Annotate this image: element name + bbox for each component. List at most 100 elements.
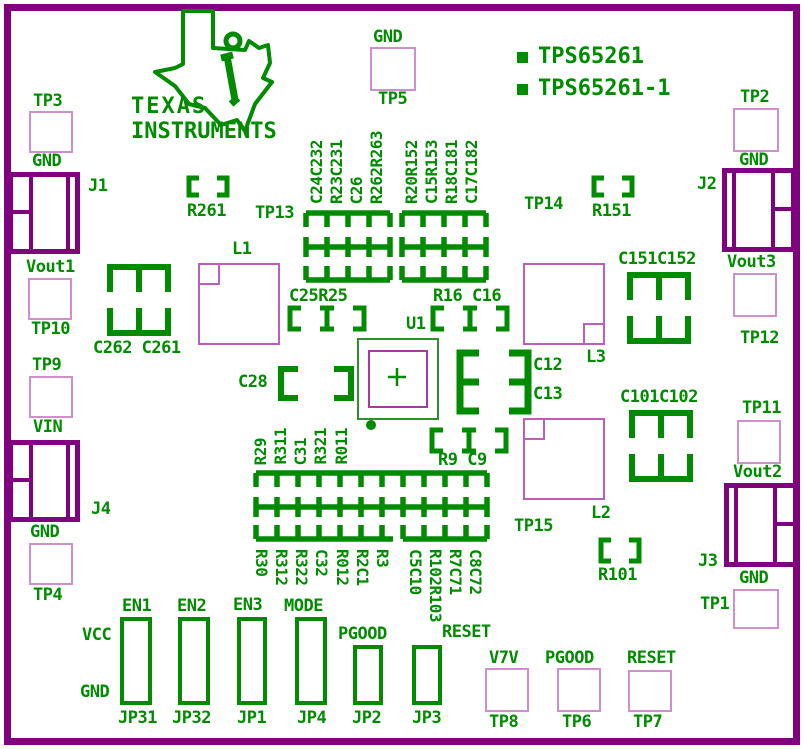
lower-array-footprint: [253, 470, 490, 542]
ref-label-r312: R312: [272, 549, 291, 586]
ref-label-r2c1: R2C1: [353, 549, 372, 586]
r9c9-label: R9 C9: [438, 450, 487, 470]
tp1-pad: [733, 589, 779, 629]
inductor-l1: [198, 263, 280, 345]
tp3-pad: [29, 111, 73, 153]
gnd-rail-label: GND: [80, 682, 110, 702]
tp7-label: TP7: [633, 712, 663, 732]
tp12-pad: [733, 273, 777, 317]
r261-label: R261: [187, 201, 226, 221]
tp9-label: TP9: [32, 355, 62, 375]
jumper-jp1: [237, 617, 267, 705]
c28-footprint: [278, 366, 354, 401]
ref-label-c32: C32: [312, 549, 331, 577]
tp10-label: TP10: [31, 319, 70, 339]
r101-footprint: [598, 537, 642, 564]
jumper-jp3: [412, 645, 442, 705]
ref-label-c26: C26: [347, 176, 366, 204]
ref-label-c24c232: C24C232: [307, 140, 326, 204]
l3-label: L3: [586, 347, 606, 367]
c151c152-label: C151C152: [618, 249, 696, 269]
jumper-jp31: [120, 617, 152, 705]
r151-footprint: [591, 175, 635, 198]
tp4-label: TP4: [33, 585, 63, 605]
ref-label-c17c182: C17C182: [462, 140, 481, 204]
part-number-1: TPS65261: [538, 44, 644, 69]
ref-label-r23c231: R23C231: [327, 140, 346, 204]
r101-label: R101: [598, 565, 637, 585]
r151-label: R151: [592, 201, 631, 221]
tp13-label: TP13: [255, 203, 294, 223]
ref-label-r011: R011: [332, 428, 351, 465]
tp10-pad: [28, 278, 72, 320]
tp6-pgood-label: PGOOD: [545, 648, 594, 668]
inductor-l3: [523, 263, 605, 345]
jumper-jp2: [353, 645, 383, 705]
tp8-label: TP8: [489, 712, 519, 732]
c151c152-footprint: [627, 272, 691, 344]
ref-label-r7c71: R7C71: [446, 549, 465, 595]
ref-label-r29: R29: [251, 437, 270, 465]
l2-label: L2: [591, 503, 611, 523]
jp3-label: JP3: [412, 708, 442, 728]
jp1-label: JP1: [237, 708, 267, 728]
ref-label-r30: R30: [252, 549, 271, 577]
tp11-label: TP11: [742, 398, 781, 418]
en1-label: EN1: [122, 596, 152, 616]
j2-label: J2: [697, 174, 717, 194]
tp9-vin-label: VIN: [33, 417, 63, 437]
c101c102-label: C101C102: [620, 387, 698, 407]
ref-label-r262r263: R262R263: [367, 130, 386, 204]
tp5-gnd-label: GND: [373, 27, 403, 47]
jp31-label: JP31: [118, 708, 157, 728]
tp1-label: TP1: [700, 594, 730, 614]
c262c261-label: C262 C261: [93, 338, 181, 358]
logo-text-texas: TEXAS: [131, 94, 208, 119]
en3-label: EN3: [233, 595, 263, 615]
tp5-pad: [370, 47, 416, 91]
ref-label-c31: C31: [291, 437, 310, 465]
tp8-pad: [485, 668, 529, 712]
tp11-pad: [737, 420, 781, 464]
tp8-v7v-label: V7V: [489, 648, 519, 668]
r9c9-footprint: [429, 427, 509, 454]
ref-label-r102r103: R102R103: [426, 549, 445, 623]
j4-label: J4: [91, 499, 111, 519]
tp12-label: TP12: [740, 328, 779, 348]
tp3-label: TP3: [33, 91, 63, 111]
c12-label: C12: [533, 355, 563, 375]
jp2-label: JP2: [352, 708, 382, 728]
vcc-rail-label: VCC: [82, 625, 112, 645]
jp32-label: JP32: [172, 708, 211, 728]
c262c261-footprint: [107, 264, 171, 336]
tp3-gnd-label: GND: [32, 151, 62, 171]
tp10-vout1-label: Vout1: [26, 257, 75, 277]
tp9-pad: [29, 376, 73, 418]
tp5-label: TP5: [378, 89, 408, 109]
ref-label-c5c10: C5C10: [406, 549, 425, 595]
en2-label: EN2: [177, 596, 207, 616]
ref-label-c8c72: C8C72: [466, 549, 485, 595]
c25r25-label: C25R25: [289, 286, 348, 306]
ref-label-r3: R3: [373, 549, 392, 568]
r16c16-label: R16 C16: [433, 286, 502, 306]
tp2-pad: [733, 108, 779, 152]
r261-footprint: [186, 175, 230, 198]
ref-label-r321: R321: [311, 428, 330, 465]
c13-label: C13: [533, 384, 563, 404]
c25r25-footprint: [287, 305, 367, 332]
tp6-pad: [557, 668, 601, 712]
tp12-vout3-label: Vout3: [727, 252, 776, 272]
tp7-pad: [628, 670, 672, 712]
ic-u1-pin1-dot-icon: [366, 420, 376, 430]
j3-label: J3: [698, 551, 718, 571]
u1-label: U1: [406, 314, 426, 334]
tp2-gnd-label: GND: [739, 150, 769, 170]
c12c13-footprint: [456, 349, 532, 415]
tp1-gnd-label: GND: [739, 568, 769, 588]
ref-label-r20r152: R20R152: [402, 140, 421, 204]
l1-label: L1: [232, 239, 252, 259]
tp6-label: TP6: [562, 712, 592, 732]
r16c16-footprint: [430, 305, 510, 332]
